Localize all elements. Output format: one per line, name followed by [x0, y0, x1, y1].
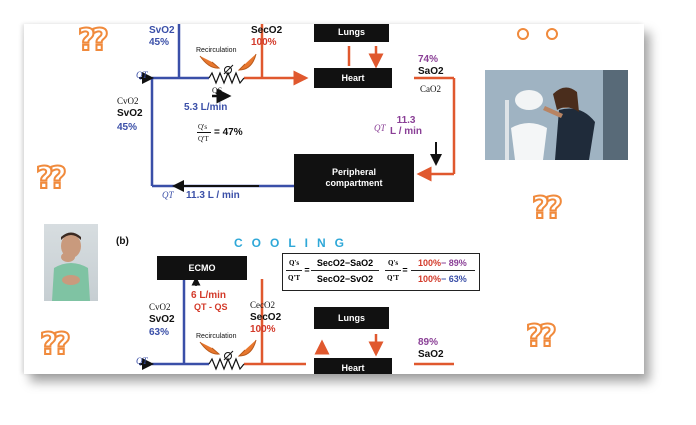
shunt-formula-box: Q's Q'T = SecO2−SaO2 SecO2−SvO2 Q's Q'T … [282, 253, 480, 291]
sao2-value-a: 74% [418, 54, 439, 65]
svo2-value-a: 45% [117, 122, 138, 133]
oxygenator-coil-a [208, 71, 245, 85]
venous-line-b [152, 279, 209, 366]
formula-val-num-a: 100% [417, 258, 441, 268]
cooling-title: COOLING [234, 236, 353, 250]
formula-mid-den: SecO2−SvO2 [316, 274, 374, 284]
question-marks-decor: ?? [39, 327, 72, 362]
recirculation-swoop-a [199, 55, 221, 69]
seco2-label-b: SecO2 [250, 312, 282, 323]
sao2-label-a: SaO2 [418, 66, 444, 77]
svo2-label-b: SvO2 [149, 314, 175, 325]
sao2-label-b: SaO2 [418, 349, 444, 360]
recirculation-label-a: Recirculation [196, 47, 237, 54]
arterial-line-b [244, 279, 454, 366]
seco2-value-b: 100% [250, 324, 276, 335]
formula-val-den-b: − 63% [441, 274, 467, 284]
formula-lhs-den: Q'T [287, 274, 301, 282]
shunt-ratio-value: = 47% [214, 127, 243, 138]
recirculation-swoop-b [199, 341, 221, 355]
ecmo-box: ECMO [157, 256, 247, 280]
svo2-label-a: SvO2 [117, 108, 143, 119]
ceco2-label-b: CecO2 [250, 300, 275, 310]
qt-label-bottom: QT [162, 190, 174, 200]
formula-lhs-num: Q's [288, 259, 300, 267]
sao2-value-b: 89% [418, 337, 439, 348]
cao2-label: CaO2 [420, 84, 441, 94]
question-marks-decor: ?? [525, 319, 558, 354]
question-marks-decor: ?? [77, 24, 110, 58]
formula-rhs-num: Q's [387, 259, 399, 267]
formula-rhs-den: Q'T [386, 274, 400, 282]
seco2-value-top: 100% [251, 37, 277, 48]
question-marks-decor: ?? [35, 161, 68, 196]
panel-b-label: (b) [116, 236, 129, 247]
shunt-ratio-line [197, 132, 211, 133]
flow-value-b: 6 L/min [191, 290, 227, 301]
lungs-box-b: Lungs [314, 307, 389, 329]
svo2-value-top: 45% [149, 37, 170, 48]
shunt-ratio-den: Q'T [198, 135, 209, 143]
sick-woman-bathroom-photo [485, 70, 628, 160]
question-marks-decor: ?? [531, 191, 564, 226]
oxygenator-coil-b [208, 357, 245, 371]
heart-box-a: Heart [314, 68, 392, 88]
dots-decor [546, 28, 558, 40]
qt-label-right: QT [374, 123, 386, 133]
svo2-value-b: 63% [149, 327, 170, 338]
cvo2-label-a: CvO2 [117, 96, 139, 106]
qs-label-a: QS [212, 86, 223, 95]
formula-mid-num: SecO2−SaO2 [316, 258, 374, 268]
slide: SvO2 45% SecO2 100% Recirculation Lungs … [24, 24, 644, 374]
dots-decor [517, 28, 529, 40]
qt-label-b: QT [136, 356, 148, 366]
nauseous-man-photo [44, 224, 98, 301]
formula-val-den-a: 100% [417, 274, 441, 284]
bottom-flow-a: 11.3 L / min [186, 190, 240, 201]
seco2-label-top: SecO2 [251, 25, 283, 36]
arterial-line-a [244, 24, 456, 182]
cvo2-label-b: CvO2 [149, 302, 171, 312]
svo2-label-top: SvO2 [149, 25, 175, 36]
shunt-ratio-num: Q's [198, 123, 208, 131]
peripheral-compartment-box: Peripheral compartment [294, 154, 414, 202]
heart-box-b: Heart [314, 358, 392, 374]
qt-label-a: QT [136, 70, 148, 80]
recirculation-label-b: Recirculation [196, 333, 237, 340]
lungs-box-a: Lungs [314, 24, 389, 42]
qs-flow-a: 5.3 L/min [184, 102, 228, 113]
right-flow-a: 11.3 L / min [390, 115, 423, 137]
flow-formula-b: QT - QS [194, 302, 228, 312]
formula-val-num-b: − 89% [441, 258, 467, 268]
